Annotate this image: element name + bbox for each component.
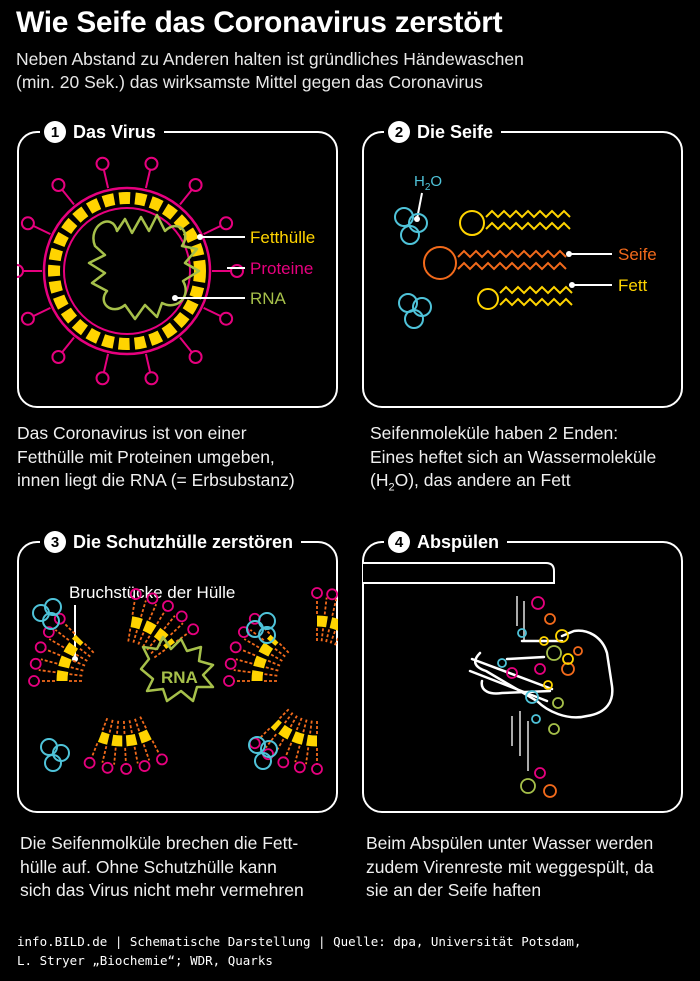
panel-virus xyxy=(17,131,338,408)
label-fetthuelle: Fetthülle xyxy=(250,228,315,247)
virus-illustration: Fetthülle Proteine RNA xyxy=(17,156,315,386)
rna-strand xyxy=(87,213,201,321)
fat-envelope xyxy=(42,186,212,356)
water-molecule xyxy=(394,207,428,245)
caption-line: (H2O), das andere an Fett xyxy=(370,470,571,494)
caption-line: sich das Virus nicht mehr vermehren xyxy=(20,880,304,900)
label-fragments: Bruchstücke der Hülle xyxy=(69,583,235,602)
label-fat: Fett xyxy=(618,276,648,295)
panel-soap-heading: 2 Die Seife xyxy=(384,118,502,146)
step-number-badge: 1 xyxy=(44,121,66,143)
source-line-1: info.BILD.de | Schematische Darstellung … xyxy=(17,934,582,949)
caption-line: Beim Abspülen unter Wasser werden xyxy=(366,833,654,853)
water-pointer-dot xyxy=(414,216,420,222)
caption-line: Seifenmoleküle haben 2 Enden: xyxy=(370,423,619,443)
panel-rinse-title: Abspülen xyxy=(417,531,500,552)
label-water: H2O xyxy=(414,173,442,193)
panel-soap-title: Die Seife xyxy=(417,121,494,142)
source-line-2: L. Stryer „Biochemie“; WDR, Quarks xyxy=(17,953,273,968)
step-number-badge: 2 xyxy=(388,121,410,143)
panel-destroy-title: Die Schutzhülle zerstören xyxy=(73,531,294,552)
soap-pointer-dot xyxy=(566,251,572,257)
water-molecule xyxy=(40,738,70,772)
caption-line: innen liegt die RNA (= Erbsubstanz) xyxy=(17,470,295,490)
subtitle-line-1: Neben Abstand zu Anderen halten ist grün… xyxy=(16,49,524,69)
panel-rinse-heading: 4 Abspülen xyxy=(384,528,508,556)
water-molecule xyxy=(248,736,278,770)
label-soap: Seife xyxy=(618,245,657,264)
water-molecule xyxy=(32,598,62,630)
rna-pointer-dot xyxy=(172,295,178,301)
soap-bubbles xyxy=(497,596,583,798)
water-molecule xyxy=(246,612,276,644)
fat-pointer-dot xyxy=(569,282,575,288)
caption-line: zudem Virenreste mit weggespült, da xyxy=(366,856,654,877)
caption-line: hülle auf. Ohne Schutzhülle kann xyxy=(20,856,277,877)
water-molecule xyxy=(398,293,432,329)
panel-rinse xyxy=(362,541,683,813)
label-rna: RNA xyxy=(250,289,287,308)
page-subtitle: Neben Abstand zu Anderen halten ist grün… xyxy=(16,48,686,94)
soap-molecule-top xyxy=(459,209,571,236)
caption-line: Die Seifenmolküle brechen die Fett- xyxy=(20,833,299,853)
envelope-fragment-right xyxy=(223,587,338,775)
panel-destroy-heading: 3 Die Schutzhülle zerstören xyxy=(40,528,302,556)
panel-soap xyxy=(362,131,683,408)
rna-free-strand xyxy=(139,635,215,703)
panel-virus-caption: Das Coronavirus ist von einer Fetthülle … xyxy=(17,422,295,493)
label-rna: RNA xyxy=(161,668,198,687)
destroy-illustration: Bruchstücke der Hülle RNA xyxy=(28,583,338,775)
panel-rinse-caption: Beim Abspülen unter Wasser werden zudem … xyxy=(366,832,654,903)
caption-line: sie an der Seife haften xyxy=(366,880,542,900)
caption-line: Das Coronavirus ist von einer xyxy=(17,423,247,443)
hands xyxy=(468,629,614,719)
water-stream xyxy=(511,596,529,771)
soap-illustration: H2O Seife Fett xyxy=(394,173,657,329)
faucet xyxy=(362,562,555,584)
soap-molecule-bottom xyxy=(477,285,573,310)
protein-spikes xyxy=(17,156,244,386)
rinse-illustration xyxy=(362,562,614,798)
caption-line: Eines heftet sich an Wassermoleküle xyxy=(370,446,657,467)
page-title: Wie Seife das Coronavirus zerstört xyxy=(16,6,503,39)
panel-virus-title: Das Virus xyxy=(73,121,156,142)
soap-molecule-middle xyxy=(423,246,567,280)
caption-line: Fetthülle mit Proteinen umgeben, xyxy=(17,446,275,467)
panel-destroy-caption: Die Seifenmolküle brechen die Fett- hüll… xyxy=(20,832,304,903)
step-number-badge: 4 xyxy=(388,531,410,553)
panel-virus-heading: 1 Das Virus xyxy=(40,118,164,146)
subtitle-line-2: (min. 20 Sek.) das wirksamste Mittel geg… xyxy=(16,72,483,92)
fat-pointer-dot xyxy=(197,234,203,240)
panel-soap-caption: Seifenmoleküle haben 2 Enden: Eines heft… xyxy=(370,422,656,500)
label-proteine: Proteine xyxy=(250,259,313,278)
source-credits: info.BILD.de | Schematische Darstellung … xyxy=(17,932,581,970)
step-number-badge: 3 xyxy=(44,531,66,553)
